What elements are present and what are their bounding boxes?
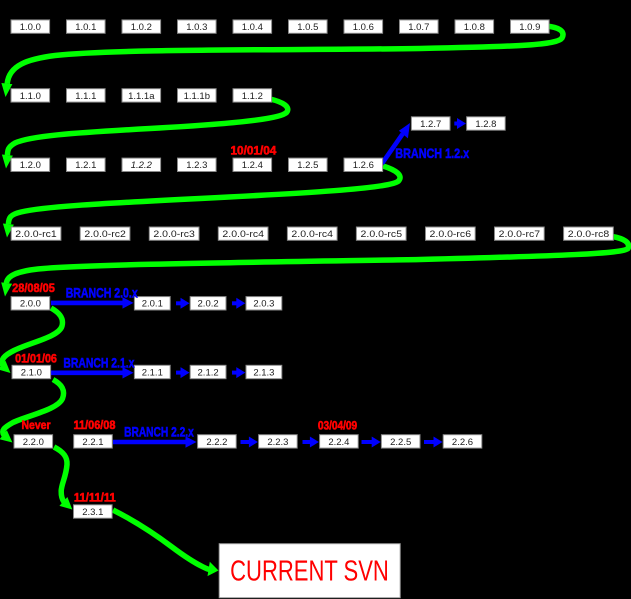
svg-text:2.2.3: 2.2.3 xyxy=(267,437,288,448)
svg-text:2.0.1: 2.0.1 xyxy=(142,299,163,310)
svg-text:2.0.0-rc7: 2.0.0-rc7 xyxy=(499,229,541,240)
svg-text:BRANCH 2.0.x: BRANCH 2.0.x xyxy=(66,285,138,300)
svg-text:2.3.1: 2.3.1 xyxy=(82,507,103,518)
svg-text:2.1.1: 2.1.1 xyxy=(142,367,163,378)
svg-text:10/01/04: 10/01/04 xyxy=(231,143,277,157)
svg-text:1.0.1: 1.0.1 xyxy=(75,22,96,33)
svg-text:Never: Never xyxy=(21,418,50,432)
svg-text:BRANCH 2.2.x: BRANCH 2.2.x xyxy=(124,425,194,440)
svg-text:1.0.2: 1.0.2 xyxy=(131,22,152,33)
svg-text:2.0.0-rc3: 2.0.0-rc3 xyxy=(153,229,195,240)
svg-text:1.2.5: 1.2.5 xyxy=(297,160,318,171)
svg-text:2.2.0: 2.2.0 xyxy=(23,437,44,448)
svg-text:2.2.6: 2.2.6 xyxy=(452,437,473,448)
svg-text:1.1.1b: 1.1.1b xyxy=(184,91,210,102)
svg-text:2.0.0-rc1: 2.0.0-rc1 xyxy=(15,229,57,240)
svg-text:11/06/08: 11/06/08 xyxy=(74,418,116,432)
svg-text:2.0.2: 2.0.2 xyxy=(198,299,219,310)
svg-text:1.2.8: 1.2.8 xyxy=(475,119,496,130)
svg-text:1.2.1: 1.2.1 xyxy=(75,160,96,171)
svg-text:2.0.0-rc6: 2.0.0-rc6 xyxy=(430,229,472,240)
svg-text:1.0.5: 1.0.5 xyxy=(297,22,318,33)
svg-text:2.2.5: 2.2.5 xyxy=(390,437,411,448)
svg-text:1.0.9: 1.0.9 xyxy=(519,22,540,33)
svg-text:1.0.4: 1.0.4 xyxy=(242,22,263,33)
svg-text:1.2.3: 1.2.3 xyxy=(186,160,207,171)
svg-text:1.0.6: 1.0.6 xyxy=(353,22,374,33)
svg-text:11/11/11: 11/11/11 xyxy=(74,490,116,504)
svg-text:2.0.0-rc5: 2.0.0-rc5 xyxy=(361,229,403,240)
svg-text:1.0.0: 1.0.0 xyxy=(20,22,41,33)
svg-text:1.2.0: 1.2.0 xyxy=(20,160,41,171)
svg-text:01/01/06: 01/01/06 xyxy=(15,352,57,366)
svg-text:1.2.4: 1.2.4 xyxy=(242,160,263,171)
svg-text:CURRENT SVN: CURRENT SVN xyxy=(230,556,389,588)
svg-text:1.2.7: 1.2.7 xyxy=(420,119,441,130)
svg-text:2.0.3: 2.0.3 xyxy=(253,299,274,310)
svg-text:2.0.0-rc2: 2.0.0-rc2 xyxy=(84,229,126,240)
svg-text:1.1.2: 1.1.2 xyxy=(242,91,263,102)
svg-text:28/08/05: 28/08/05 xyxy=(12,281,55,295)
svg-text:BRANCH 1.2.x: BRANCH 1.2.x xyxy=(395,146,469,161)
svg-text:2.2.1: 2.2.1 xyxy=(82,437,103,448)
svg-text:2.1.3: 2.1.3 xyxy=(253,367,274,378)
svg-text:BRANCH 2.1.x: BRANCH 2.1.x xyxy=(63,355,134,370)
svg-text:1.0.7: 1.0.7 xyxy=(408,22,429,33)
svg-text:2.0.0: 2.0.0 xyxy=(20,299,41,310)
svg-text:1.1.1a: 1.1.1a xyxy=(128,91,155,102)
svg-text:2.1.2: 2.1.2 xyxy=(198,367,219,378)
svg-text:1.2.2: 1.2.2 xyxy=(131,160,153,171)
svg-text:2.2.4: 2.2.4 xyxy=(328,437,349,448)
svg-text:2.1.0: 2.1.0 xyxy=(21,367,42,378)
svg-text:1.2.6: 1.2.6 xyxy=(353,160,374,171)
svg-text:2.0.0-rc4: 2.0.0-rc4 xyxy=(291,229,333,240)
svg-text:2.2.2: 2.2.2 xyxy=(206,437,227,448)
svg-text:03/04/09: 03/04/09 xyxy=(318,419,358,433)
svg-text:2.0.0-rc4: 2.0.0-rc4 xyxy=(222,229,264,240)
svg-text:1.0.8: 1.0.8 xyxy=(464,22,485,33)
svg-text:1.1.1: 1.1.1 xyxy=(75,91,96,102)
svg-text:1.0.3: 1.0.3 xyxy=(186,22,207,33)
svg-text:1.1.0: 1.1.0 xyxy=(20,91,41,102)
svg-text:2.0.0-rc8: 2.0.0-rc8 xyxy=(568,229,610,240)
